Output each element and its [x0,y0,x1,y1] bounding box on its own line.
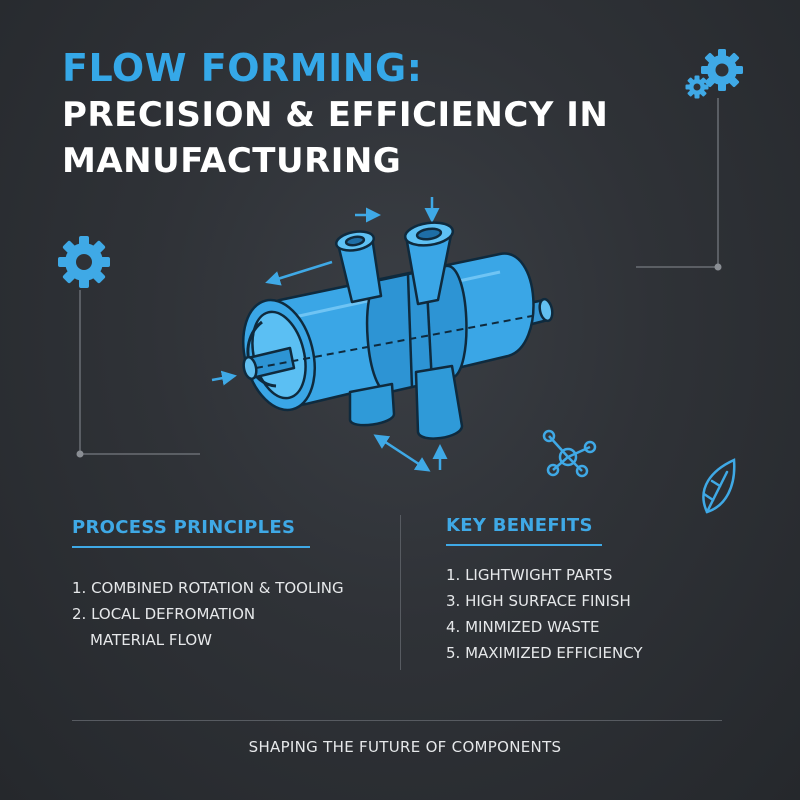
process-principles-heading: PROCESS PRINCIPLES [72,517,296,538]
list-item: 5. MAXIMIZED EFFICIENCY [446,644,643,662]
key-benefits-underline [446,544,602,546]
flow-forming-machine-illustration [211,197,554,472]
footer-tagline: SHAPING THE FUTURE OF COMPONENTS [248,738,562,756]
key-benefits-heading: KEY BENEFITS [446,515,593,536]
gear-icon [58,236,110,288]
title-line-3: MANUFACTURING [62,141,402,181]
title-line-2: PRECISION & EFFICIENCY IN [62,95,609,135]
page-title: FLOW FORMING: PRECISION & EFFICIENCY IN … [62,44,608,184]
list-item: 1. COMBINED ROTATION & TOOLING [72,579,344,597]
molecule-icon [542,429,597,478]
process-principles-list: 1. COMBINED ROTATION & TOOLING 2. LOCAL … [72,575,344,653]
list-item: 1. LIGHTWIGHT PARTS [446,566,613,584]
leaf-icon [702,458,736,514]
list-item: 3. HIGH SURFACE FINISH [446,592,631,610]
list-item: 2. LOCAL DEFROMATION [72,605,256,623]
footer-divider [72,720,722,721]
title-line-1: FLOW FORMING: [62,46,423,90]
section-divider [400,515,401,670]
list-item: 4. MINMIZED WASTE [446,618,600,636]
process-principles-underline [72,546,310,548]
list-item: MATERIAL FLOW [90,631,212,649]
gear-icon [685,49,743,99]
key-benefits-list: 1. LIGHTWIGHT PARTS 3. HIGH SURFACE FINI… [446,562,643,666]
